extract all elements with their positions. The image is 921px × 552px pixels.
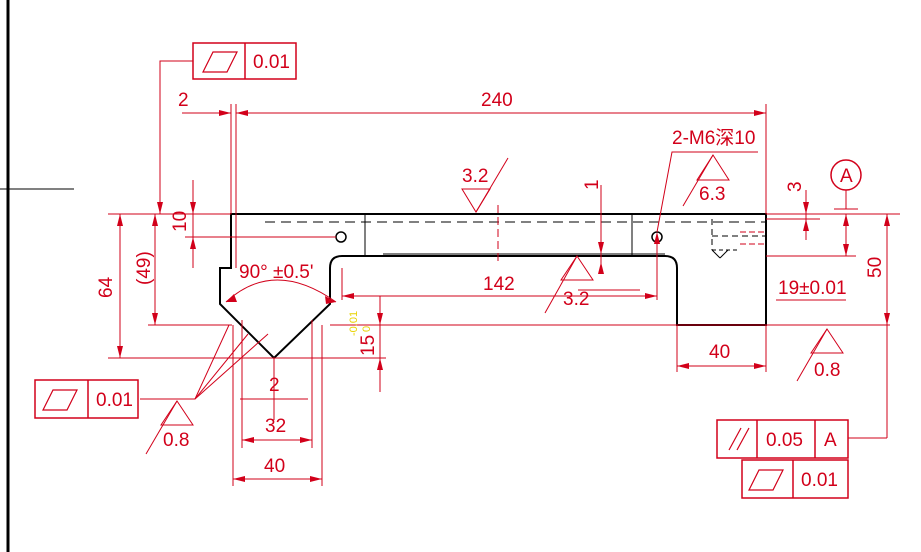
dim-2-top: 2 [178,90,189,111]
dim-50: 50 [865,257,886,278]
dim-1: 1 [582,179,603,190]
roughness-3-2-top: 3.2 [462,166,488,187]
dim-15-tol-upper: -0.01 [348,311,360,336]
roughness-3-2-mid: 3.2 [563,289,589,310]
roughness-0-8-left: 0.8 [163,430,189,451]
fcf-parallel-value: 0.05 [766,430,803,451]
flatness-icon [748,469,784,491]
datum-label: A [840,166,853,187]
fcf-left-value: 0.01 [96,390,133,411]
datum-circle [830,159,862,191]
fcf-top-flatness [192,42,297,80]
dim-240: 240 [481,90,513,111]
arrowheads [117,110,890,482]
roughness-0-8-right: 0.8 [814,360,840,381]
dim-142: 142 [483,274,515,295]
fcf-texts: 0.01 0.01 0.05 A 0.01 [96,52,838,491]
hidden-lines [265,205,766,262]
roughness-symbols [145,154,844,455]
fcf-bottom-flatness [741,459,849,499]
dim-19: 19±0.01 [778,278,847,299]
sheet-border [0,0,74,552]
dim-2-bottom: 2 [269,375,280,396]
dim-angle: 90° ±0.5' [239,262,313,283]
parallelism-icon [728,427,742,451]
flatness-icon [42,389,78,411]
dim-40-right: 40 [709,342,730,363]
dim-64: 64 [96,276,117,298]
thread-note: 2-M6深10 [672,127,755,149]
dim-32: 32 [265,416,286,437]
fcf-top-value: 0.01 [253,52,290,73]
dimension-texts: 240 2 10 (49) 64 3 1 50 142 19±0.01 40 1… [96,90,886,477]
dim-15-tol-lower: 0 [361,326,373,332]
dim-40-bottom: 40 [264,456,285,477]
fcf-bottom-value: 0.01 [801,470,838,491]
dim-3: 3 [785,181,806,192]
dim-10: 10 [170,211,191,232]
fcf-left-flatness [34,379,139,419]
dim-49: (49) [134,251,155,285]
fcf-parallel-datum: A [824,430,837,451]
dim-15: 15 [358,335,379,356]
fcf-parallelism [716,419,849,459]
roughness-6-3: 6.3 [699,184,725,205]
flatness-icon [202,51,238,73]
